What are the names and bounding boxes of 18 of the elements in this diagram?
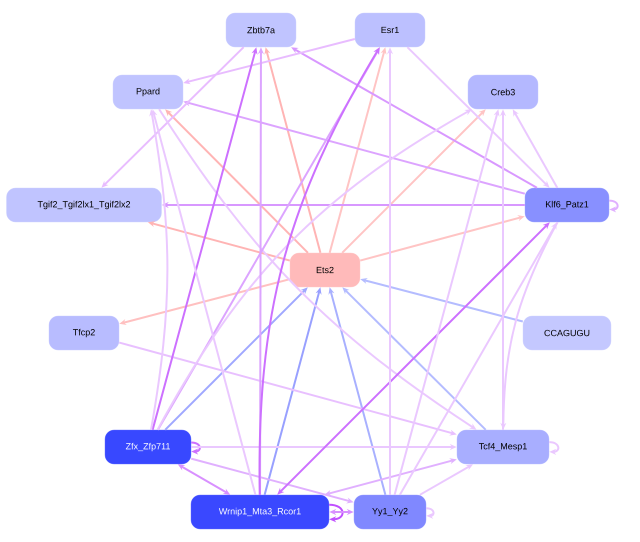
gene-box: Wrnip1_Mta3_Rcor1 xyxy=(190,494,330,530)
gene-box: Ets2 xyxy=(290,252,360,288)
arrow xyxy=(426,507,434,519)
gene-box: Ppard xyxy=(112,74,184,110)
gene-box: Tgif2_Tgif2lx1_Tgif2lx2 xyxy=(6,188,162,222)
gene-box: Tcf4_Mesp1 xyxy=(456,430,550,464)
gene-box: Esr1 xyxy=(354,12,426,48)
arrow xyxy=(191,441,201,455)
gene-box: Tfcp2 xyxy=(48,316,120,350)
gene-box: Yy1_Yy2 xyxy=(354,494,426,530)
arrow xyxy=(329,504,344,522)
gene-box: Creb3 xyxy=(468,74,538,110)
gene-box: Zbtb7a xyxy=(226,12,296,48)
gene-box: CCAGUGU xyxy=(522,316,612,350)
gene-box: Klf6_Patz1 xyxy=(524,188,610,222)
arrow xyxy=(549,441,560,455)
arrow xyxy=(609,200,619,213)
gene-box: Zfx_Zfp711 xyxy=(104,430,192,464)
